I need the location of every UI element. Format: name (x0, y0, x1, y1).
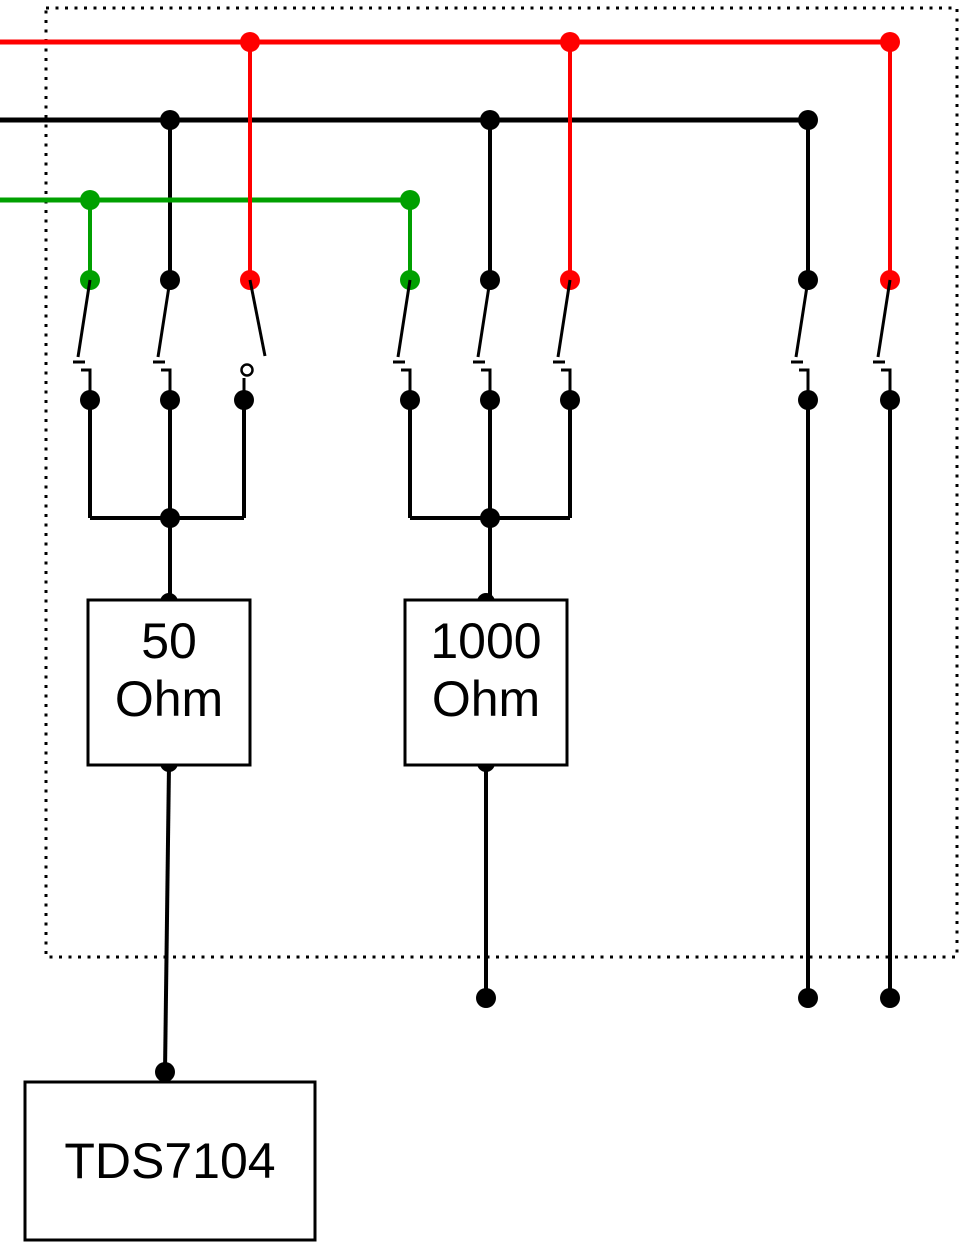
switch-closed (553, 279, 572, 400)
junction-dot (160, 508, 180, 528)
bus-junction-dot (160, 110, 180, 130)
bus-junction-dot (400, 190, 420, 210)
switch-blade (156, 279, 172, 358)
resistor-50-value: 50 (141, 613, 197, 669)
switch-closed (873, 279, 892, 400)
resistor-50-box (86, 598, 252, 767)
bus-junction-dot (880, 32, 900, 52)
bus-junction-dot (80, 190, 100, 210)
enclosure-dotted-border (44, 6, 959, 959)
switch-blade (396, 279, 412, 358)
green-bus-network (0, 190, 420, 290)
resistor-1000-box (403, 598, 569, 767)
switch-bank (73, 279, 892, 400)
bus-junction-dot (798, 110, 818, 130)
oscilloscope-label: TDS7104 (64, 1133, 275, 1189)
bus-junction-dot (240, 32, 260, 52)
switch-blade (76, 279, 92, 358)
lower-wiring (80, 390, 900, 1082)
switch-open-contact-circle (240, 363, 254, 377)
switch-closed (393, 279, 412, 400)
terminal-dot (476, 988, 496, 1008)
switch-blade (556, 279, 572, 358)
switch-closed (153, 279, 172, 400)
switch-blade (794, 279, 810, 358)
resistor-1000-unit: Ohm (432, 671, 540, 727)
resistor-50-unit: Ohm (115, 671, 223, 727)
junction-dot (480, 508, 500, 528)
terminal-dot (155, 1062, 175, 1082)
switch-open (240, 279, 267, 400)
wire (163, 764, 171, 1073)
terminal-dot (880, 988, 900, 1008)
switch-closed (473, 279, 492, 400)
resistor-1000-value: 1000 (430, 613, 541, 669)
switch-closed (791, 279, 810, 400)
bus-junction-dot (560, 32, 580, 52)
terminal-dot (798, 988, 818, 1008)
oscilloscope-box (23, 1080, 317, 1242)
bus-junction-dot (480, 110, 500, 130)
switch-closed (73, 279, 92, 400)
switch-blade (876, 279, 892, 358)
component-boxes: 50 Ohm 1000 Ohm TDS7104 (23, 598, 569, 1242)
switch-blade (476, 279, 492, 358)
red-bus-network (0, 32, 900, 290)
switch-blade (248, 279, 267, 357)
